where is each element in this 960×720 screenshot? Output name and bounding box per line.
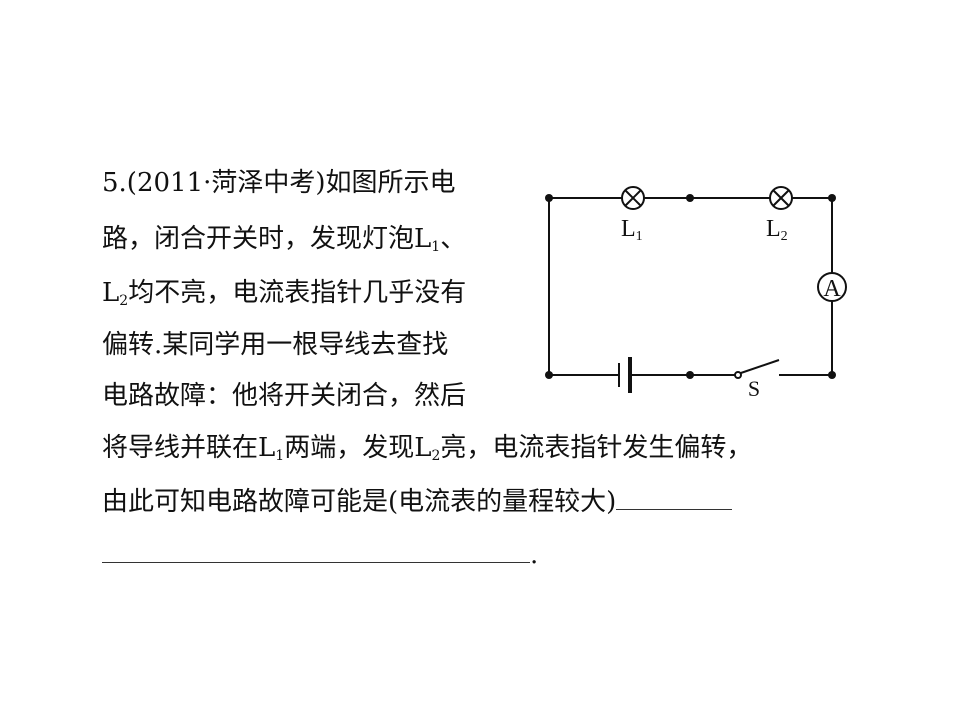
- circuit-diagram: A L1 L2 S: [545, 186, 847, 401]
- question-text: 电路故障：他将开关闭合，然后: [102, 381, 467, 411]
- switch-label: S: [748, 376, 760, 401]
- question-text: 由此可知电路故障可能是(电流表的量程较大): [102, 487, 617, 517]
- answer-blank[interactable]: [102, 538, 530, 563]
- question-line-5: 电路故障：他将开关闭合，然后: [102, 381, 466, 411]
- question-text: 将导线并联在L: [102, 433, 276, 463]
- lamp-l1-icon: [621, 186, 645, 210]
- question-line-6: 将导线并联在L1两端，发现L2亮，电流表指针发生偏转，: [102, 433, 752, 471]
- question-text: 均不亮，电流表指针几乎没有: [128, 278, 467, 308]
- question-line-1: 5.(2011·菏泽中考)如图所示电: [102, 168, 456, 198]
- answer-blank[interactable]: [616, 485, 733, 510]
- ammeter-icon: A: [817, 272, 847, 302]
- question-line-3: L2均不亮，电流表指针几乎没有: [102, 278, 466, 316]
- question-line-4: 偏转.某同学用一根导线去查找: [102, 330, 448, 360]
- lamp-l2-icon: [769, 186, 793, 210]
- subscript: 1: [275, 448, 285, 464]
- ammeter-label: A: [823, 276, 841, 302]
- battery-icon: [618, 357, 632, 393]
- subscript: 1: [431, 239, 441, 255]
- question-text: 偏转.某同学用一根导线去查找: [102, 330, 449, 360]
- question-text: 、: [440, 224, 467, 254]
- question-text: 两端，发现L: [284, 433, 432, 463]
- lamp-l1-label: L1: [621, 216, 643, 244]
- question-text: L: [102, 278, 120, 308]
- question-text: 路，闭合开关时，发现灯泡L: [102, 224, 432, 254]
- question-text: .: [530, 540, 539, 570]
- question-text: 亮，电流表指针发生偏转，: [440, 433, 753, 463]
- lamp-l2-label: L2: [766, 216, 788, 244]
- question-line-2: 路，闭合开关时，发现灯泡L1、: [102, 224, 466, 262]
- question-number-text: 5.(2011·菏泽中考)如图所示电: [102, 168, 456, 198]
- question-line-7: 由此可知电路故障可能是(电流表的量程较大): [102, 485, 733, 517]
- subscript: 2: [431, 448, 441, 464]
- switch-icon: [734, 359, 780, 379]
- junction-dots: [545, 194, 836, 379]
- subscript: 2: [119, 293, 129, 309]
- question-line-8: .: [102, 538, 538, 570]
